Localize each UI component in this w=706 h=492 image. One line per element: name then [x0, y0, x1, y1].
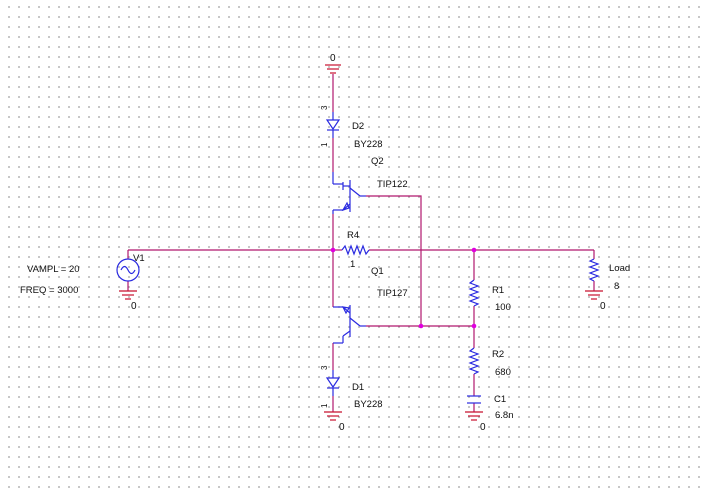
d2-model: BY228 — [354, 139, 383, 150]
ground-label: 0 — [480, 422, 486, 433]
q1-ref: Q1 — [371, 266, 384, 277]
capacitor-icon — [467, 395, 481, 404]
r4-value: 1 — [350, 259, 355, 270]
resistor-icon — [588, 258, 600, 282]
source-v1[interactable]: V1 VAMPL = 20 FREQ = 3000 — [20, 253, 145, 296]
ground-label: 0 — [339, 422, 345, 433]
junctions — [330, 247, 477, 329]
transistor-q2[interactable]: Q2 TIP122 — [332, 156, 408, 214]
ground-d1[interactable]: 0 — [324, 411, 345, 433]
npn-transistor-icon — [332, 172, 366, 214]
load-value: 8 — [614, 281, 619, 292]
r1-value: 100 — [495, 302, 511, 313]
transistor-q1[interactable]: Q1 TIP127 — [333, 266, 408, 344]
d1-pin-bottom: 1 — [320, 403, 329, 408]
ground-symbol-icon — [585, 290, 603, 300]
resistor-r1[interactable]: R1 100 — [468, 279, 511, 313]
d1-ref: D1 — [352, 382, 364, 393]
ground-symbol-icon — [465, 411, 483, 421]
r2-ref: R2 — [492, 349, 504, 360]
diode-d1[interactable]: 3 1 D1 BY228 — [320, 365, 383, 410]
junction-dot — [330, 247, 336, 253]
r4-ref: R4 — [347, 230, 359, 241]
d1-model: BY228 — [354, 399, 383, 410]
resistor-r4[interactable]: R4 1 — [341, 230, 370, 270]
ground-v1[interactable]: 0 — [119, 290, 137, 312]
ground-label: 0 — [330, 53, 336, 64]
ground-symbol-icon — [324, 411, 342, 421]
d2-pin-bottom: 1 — [320, 142, 329, 147]
sine-source-icon — [116, 258, 140, 282]
junction-dot — [418, 323, 424, 329]
pnp-transistor-icon — [333, 305, 366, 344]
ground-label: 0 — [600, 301, 606, 312]
diode-icon — [325, 370, 341, 396]
v1-freq: FREQ = 3000 — [20, 285, 78, 296]
q2-ref: Q2 — [371, 156, 384, 167]
v1-ref: V1 — [133, 253, 145, 264]
diode-icon — [325, 112, 341, 138]
load-ref: Load — [609, 263, 630, 274]
r1-ref: R1 — [492, 285, 504, 296]
wire-q2-emitter-loop[interactable] — [366, 195, 422, 326]
resistor-icon — [468, 347, 480, 375]
resistor-icon — [341, 244, 370, 256]
diode-d2[interactable]: 3 1 D2 BY228 — [320, 105, 383, 150]
junction-dot — [471, 247, 477, 253]
c1-value: 6.8n — [495, 410, 514, 421]
ground-symbol-icon — [119, 290, 137, 300]
d2-ref: D2 — [352, 121, 364, 132]
ground-symbol-icon — [325, 64, 341, 74]
ground-top[interactable]: 0 — [325, 53, 341, 74]
junction-dot — [471, 323, 477, 329]
ground-c1[interactable]: 0 — [465, 411, 486, 433]
ground-load[interactable]: 0 — [585, 290, 606, 312]
c1-ref: C1 — [494, 394, 506, 405]
resistor-icon — [468, 279, 480, 307]
q1-model: TIP127 — [377, 288, 408, 299]
capacitor-c1[interactable]: C1 6.8n — [467, 394, 514, 421]
r2-value: 680 — [495, 367, 511, 378]
resistor-load[interactable]: Load 8 — [588, 258, 630, 292]
ground-label: 0 — [131, 301, 137, 312]
v1-vampl: VAMPL = 20 — [27, 264, 80, 275]
d2-pin-top: 3 — [320, 105, 329, 110]
d1-pin-top: 3 — [320, 365, 329, 370]
resistor-r2[interactable]: R2 680 — [468, 347, 511, 378]
q2-model: TIP122 — [377, 179, 408, 190]
